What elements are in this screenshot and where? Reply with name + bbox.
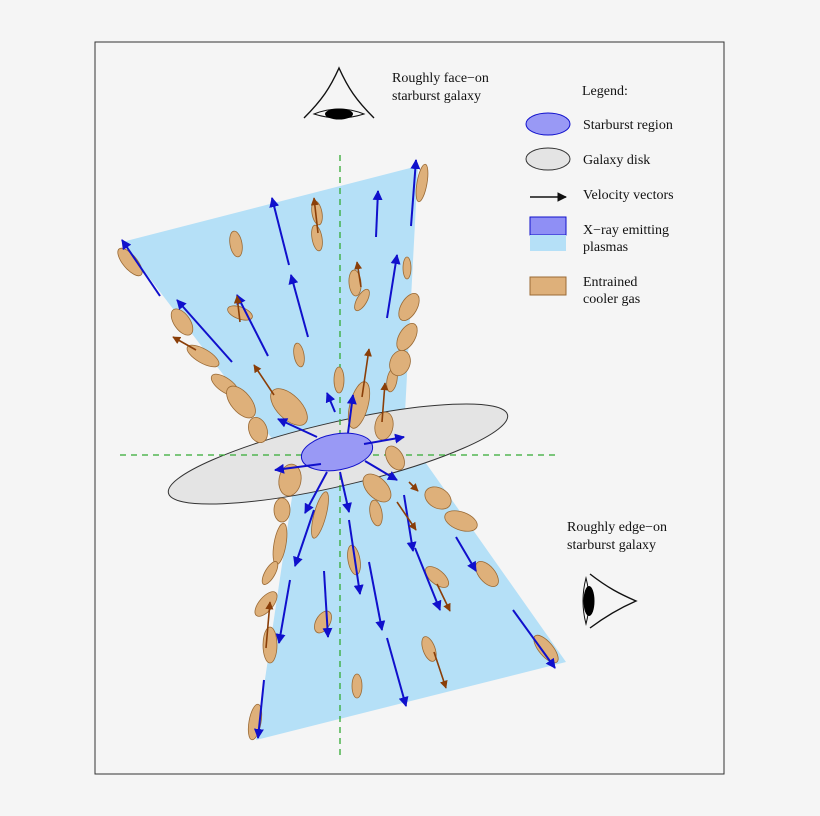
- plasma-velocity-arrow: [386, 637, 409, 707]
- cooler-gas-clump: [170, 308, 194, 336]
- cooler-gas-clump: [351, 673, 363, 699]
- cooler-gas-clump: [293, 342, 305, 368]
- legend-title: Legend:: [582, 84, 628, 99]
- gas-velocity-arrow: [310, 197, 319, 234]
- plasma-velocity-arrow: [293, 509, 315, 567]
- plasma-velocity-arrow: [372, 190, 383, 238]
- cooler-gas-clump: [396, 323, 418, 351]
- plasma-velocity-arrow: [236, 294, 269, 357]
- cooler-gas-clump: [385, 445, 405, 471]
- legend-gas-label-line1: Entrained: [583, 275, 637, 290]
- plasma-velocity-arrow: [368, 561, 386, 631]
- cooler-gas-clump: [262, 626, 278, 664]
- cooler-gas-clump: [389, 349, 411, 377]
- cooler-gas-clump: [415, 163, 429, 203]
- cooler-gas-clump: [270, 388, 308, 426]
- legend-xray-label-line2: plasmas: [583, 240, 628, 255]
- cooler-gas-clump: [421, 636, 437, 662]
- plasma-velocity-arrow: [512, 609, 556, 669]
- gas-velocity-arrow: [172, 336, 197, 351]
- cooler-gas-clump: [475, 561, 499, 587]
- legend-starburst-swatch: [525, 112, 571, 136]
- gas-velocity-arrow: [354, 261, 363, 288]
- plasma-velocity-arrow: [288, 274, 309, 338]
- edge-on-label-line2: starburst galaxy: [567, 538, 656, 553]
- gas-velocity-arrow: [408, 481, 419, 492]
- cooler-gas-clump: [374, 411, 394, 441]
- legend-disk-swatch: [525, 147, 571, 171]
- eye-looking-left-icon: [582, 573, 638, 629]
- cooler-gas-clump: [354, 288, 370, 312]
- plasma-velocity-arrow: [121, 239, 161, 297]
- cooler-gas-clump: [273, 497, 291, 523]
- legend-gas-label-line2: cooler gas: [583, 292, 640, 307]
- legend-gas-swatch: [529, 276, 567, 296]
- legend-xray-dark-swatch: [529, 216, 567, 236]
- cooler-gas-clump: [117, 247, 143, 277]
- legend-velocity-label: Velocity vectors: [583, 188, 674, 203]
- plasma-velocity-arrow: [304, 471, 328, 514]
- plasma-velocity-arrow: [274, 463, 322, 474]
- cooler-gas-clump: [229, 230, 243, 258]
- legend-xray-light-swatch: [530, 235, 566, 251]
- edge-on-label-line1: Roughly edge−on: [567, 520, 667, 535]
- legend-disk-label: Galaxy disk: [583, 153, 650, 168]
- gas-velocity-arrow: [253, 364, 275, 396]
- cooler-gas-clump: [424, 566, 450, 588]
- eye-looking-down-icon: [303, 66, 375, 120]
- gas-velocity-arrow: [361, 348, 372, 398]
- plasma-velocity-arrow: [339, 471, 352, 513]
- gas-velocity-arrow: [233, 295, 242, 323]
- plasma-velocity-arrow: [346, 394, 357, 434]
- cooler-gas-clump: [311, 491, 329, 539]
- plasma-velocity-arrow: [363, 433, 405, 445]
- plasma-velocity-arrow: [253, 679, 265, 739]
- plasma-velocity-arrow: [269, 197, 290, 266]
- starburst-region: [300, 432, 374, 472]
- cooler-gas-clump: [424, 486, 452, 510]
- cooler-gas-clump: [227, 305, 253, 321]
- cooler-gas-clumps: [117, 163, 559, 741]
- gas-velocity-arrow: [433, 651, 448, 689]
- legend-starburst-label: Starburst region: [583, 118, 673, 133]
- cooler-gas-clump: [333, 366, 345, 394]
- cooler-gas-clump: [226, 385, 256, 419]
- cooler-gas-clump: [369, 499, 383, 527]
- plasma-velocity-arrow: [410, 159, 421, 227]
- plasma-velocity-arrow: [386, 254, 401, 319]
- gas-velocity-arrow: [396, 501, 417, 531]
- plasma-velocity-arrow: [322, 570, 333, 638]
- cooler-gas-clump: [444, 510, 478, 532]
- face-on-label-line2: starburst galaxy: [392, 89, 481, 104]
- plasma-velocity-arrow: [348, 519, 364, 595]
- velocity-vectors: [121, 159, 556, 739]
- plasma-velocity-arrow: [364, 460, 398, 481]
- plasma-velocity-arrow: [325, 392, 336, 413]
- gas-velocity-arrow: [436, 583, 451, 612]
- gas-velocity-arrow: [265, 601, 274, 649]
- face-on-label-line1: Roughly face−on: [392, 71, 489, 86]
- plasma-velocity-arrow: [277, 418, 318, 438]
- plasma-velocity-arrow: [414, 547, 442, 611]
- cooler-gas-clump: [398, 293, 420, 321]
- cooler-gas-clump: [533, 634, 559, 664]
- cooler-gas-clump: [186, 344, 220, 368]
- legend-xray-label-line1: X−ray emitting: [583, 223, 669, 238]
- cooler-gas-clump: [248, 417, 268, 443]
- cooler-gas-clump: [362, 473, 392, 503]
- cooler-gas-clump: [402, 256, 412, 280]
- legend: Legend: Starburst region Galaxy disk Vel…: [525, 84, 674, 307]
- cooler-gas-clump: [261, 561, 279, 585]
- plasma-velocity-arrow: [403, 494, 417, 552]
- cooler-gas-clump: [311, 224, 323, 252]
- plasma-velocity-arrow: [455, 536, 477, 572]
- gas-velocity-arrow: [380, 382, 389, 423]
- plasma-velocity-arrow: [275, 579, 291, 644]
- plasma-velocity-arrow: [176, 299, 233, 363]
